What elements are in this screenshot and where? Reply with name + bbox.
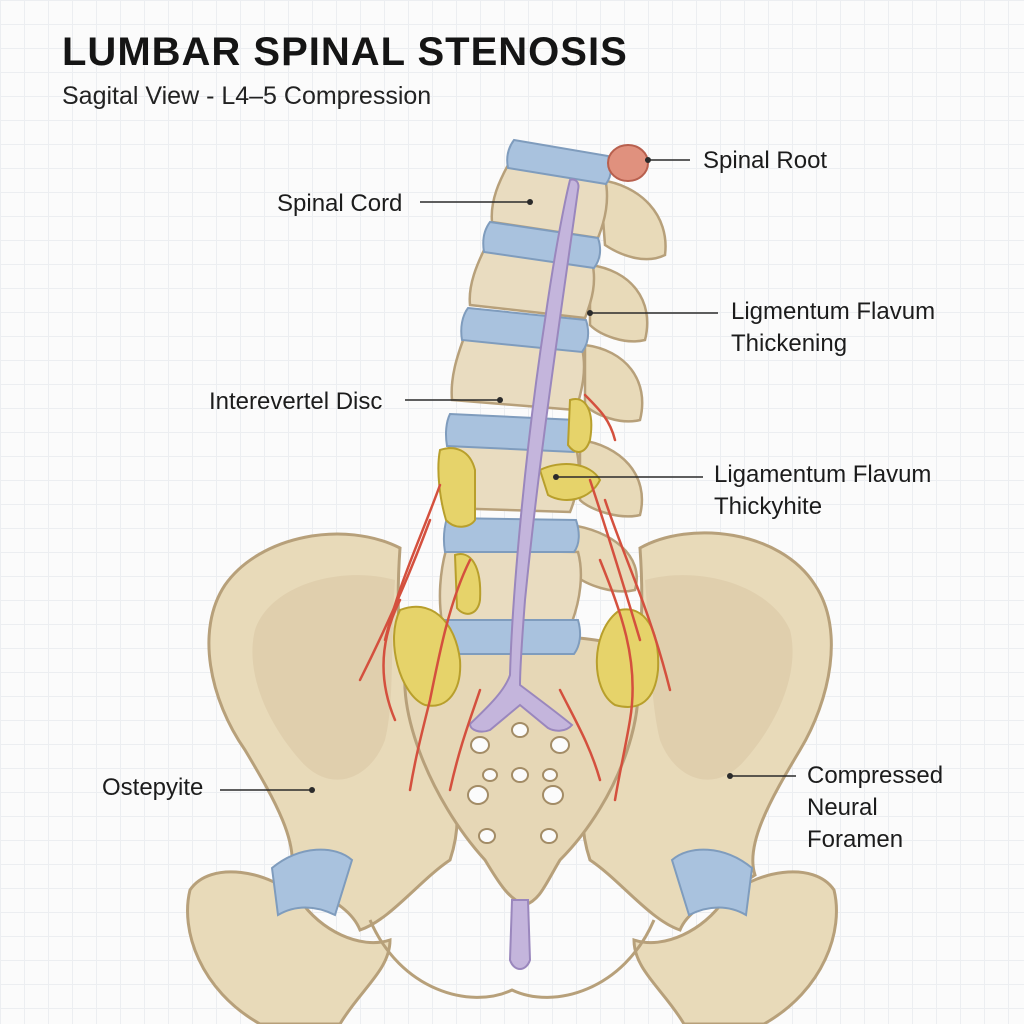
label-line: Neural [807, 794, 878, 821]
nerve-structures [358, 178, 672, 802]
right-hip-cartilage [670, 848, 754, 917]
disc-5 [442, 516, 580, 553]
left-hip-cartilage [270, 848, 354, 917]
blood-vessels [358, 393, 672, 802]
label-compressed-neural-foramen: Compressed Neural Foramen [807, 760, 943, 856]
disc-4 [445, 412, 580, 454]
spinous-process-1 [598, 178, 667, 261]
coccyx [508, 899, 532, 970]
right-femur [632, 870, 838, 1024]
right-ilium-fossa [645, 575, 793, 780]
label-spinal-root: Spinal Root [703, 147, 828, 174]
label-osteophyte: Ostepyite [102, 774, 204, 801]
right-nerve-root-lower [595, 608, 660, 708]
label-ligamentum-flavum-thickyhite: Ligamentum Flavum Thickyhite [714, 459, 931, 523]
spinal-cord [468, 178, 580, 733]
leader-dots [309, 157, 733, 793]
leader-lines [220, 159, 796, 791]
label-line: Thickening [731, 330, 848, 357]
right-nerve-root-upper [538, 463, 602, 501]
label-ligamentum-flavum-thickening: Ligmentum Flavum Thickening [731, 296, 935, 360]
spinous-process-2 [588, 263, 649, 343]
pelvis [186, 531, 838, 1024]
left-nerve-root-lower [393, 605, 462, 707]
label-intervertebral-disc: Interevertel Disc [209, 388, 383, 415]
label-line: Ligmentum Flavum [731, 298, 936, 325]
inflamed-root-icon [607, 144, 649, 182]
left-nerve-root-upper [437, 447, 476, 528]
sacral-foramina [467, 722, 570, 844]
label-line: Thickyhite [714, 493, 823, 520]
label-line: Compressed [807, 762, 944, 789]
right-nerve-root-mid [566, 398, 593, 453]
page-title: LUMBAR SPINAL STENOSIS [62, 30, 628, 74]
label-line: Foramen [807, 826, 904, 853]
label-spinal-cord: Spinal Cord [277, 190, 403, 217]
left-ilium-fossa [252, 575, 395, 780]
left-femur [186, 870, 392, 1024]
label-line: Ligamentum Flavum [714, 461, 932, 488]
page-subtitle: Sagital View - L4–5 Compression [62, 82, 432, 110]
spinous-process-3 [583, 343, 644, 423]
disc-2 [482, 220, 602, 270]
left-nerve-root-mid [453, 553, 482, 615]
disc-6 [437, 619, 582, 655]
pubic-arch [368, 919, 656, 999]
